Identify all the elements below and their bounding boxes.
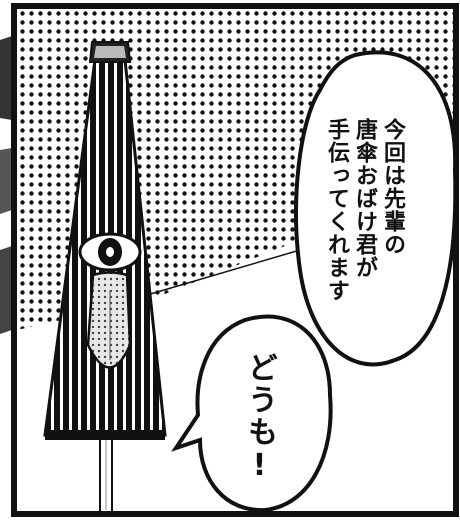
speech-text-large: 今回は先輩の 唐傘おばけ君が 手伝ってくれます xyxy=(322,118,406,318)
speech-line: 今回は先輩の xyxy=(380,118,405,256)
tongue-icon xyxy=(86,271,132,369)
adjacent-panel-edge xyxy=(0,0,14,520)
speech-text-small: どうも! xyxy=(236,352,277,512)
speech-bubble-large xyxy=(294,50,458,367)
speech-bubble-small xyxy=(171,314,333,513)
speech-line: 手伝ってくれます xyxy=(324,118,349,302)
umbrella-yokai xyxy=(43,41,167,513)
speech-line: 唐傘おばけ君が xyxy=(352,118,377,279)
speech-line: どうも! xyxy=(242,352,277,485)
